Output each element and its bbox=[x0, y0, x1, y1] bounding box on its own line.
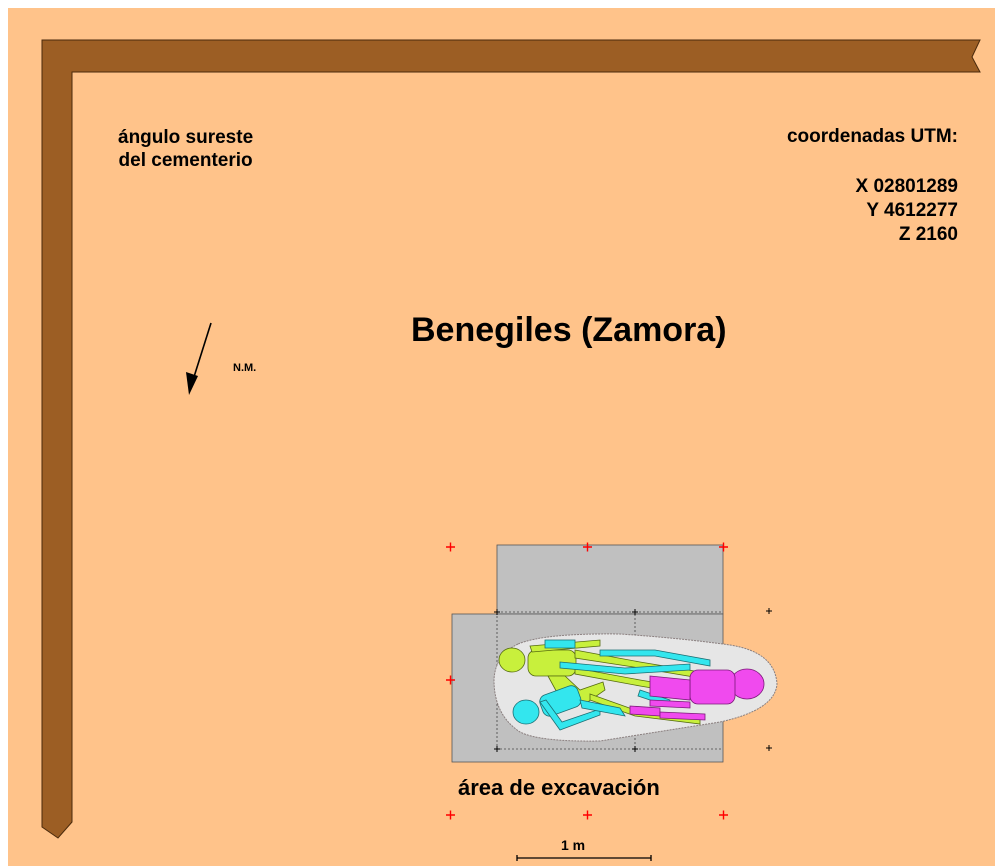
utm-z: Z 2160 bbox=[898, 224, 958, 245]
skeleton-magenta bbox=[629, 668, 765, 721]
grid-marker-black-icon bbox=[494, 608, 772, 752]
corner-label-line2: del cementerio bbox=[118, 150, 253, 171]
scale-bar bbox=[516, 855, 652, 861]
north-arrow-icon bbox=[186, 322, 212, 395]
corner-label-line1: ángulo sureste bbox=[118, 127, 254, 148]
scale-label: 1 m bbox=[561, 837, 586, 853]
utm-x: X 02801289 bbox=[855, 176, 959, 197]
utm-y: Y 4612277 bbox=[866, 200, 958, 221]
excavation-area-label: área de excavación bbox=[458, 775, 660, 800]
utm-title: coordenadas UTM: bbox=[786, 126, 958, 147]
utm-coordinates: X 02801289 Y 4612277 Z 2160 bbox=[856, 175, 959, 247]
site-title: Benegiles (Zamora) bbox=[411, 311, 727, 349]
north-label: N.M. bbox=[233, 362, 257, 374]
cemetery-wall bbox=[41, 39, 981, 839]
skeleton-cyan bbox=[512, 639, 711, 731]
grid-marker-red-icon bbox=[446, 542, 728, 820]
cemetery-corner-label: ángulo sureste del cementerio bbox=[118, 126, 253, 172]
